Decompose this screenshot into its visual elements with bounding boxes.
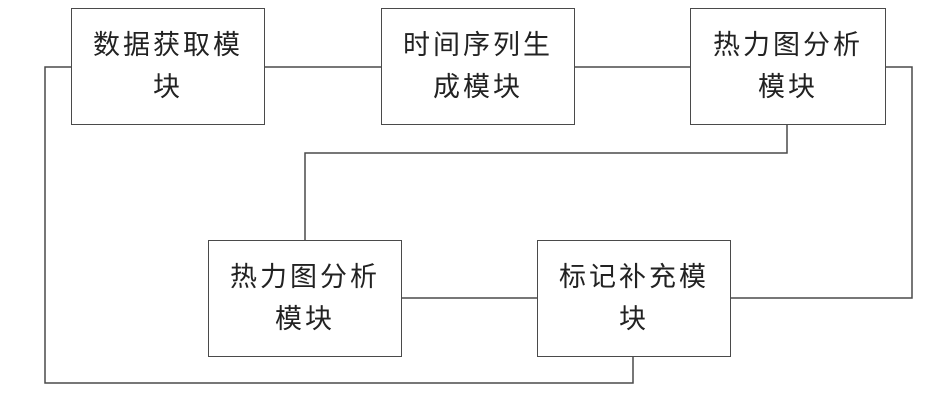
- heatmap-analysis-module-top-box: 热力图分析模块: [690, 8, 886, 125]
- timeseries-generation-module-label: 时间序列生成模块: [403, 25, 553, 109]
- data-acquisition-module-box: 数据获取模块: [71, 8, 265, 125]
- heatmap-analysis-module-bottom-label: 热力图分析模块: [230, 257, 380, 341]
- connector-heatmap-top-to-heatmap-bottom: [305, 125, 787, 240]
- heatmap-analysis-module-bottom-box: 热力图分析模块: [208, 240, 402, 357]
- heatmap-analysis-module-top-label: 热力图分析模块: [713, 25, 863, 109]
- mark-supplement-module-label: 标记补充模块: [559, 257, 709, 341]
- mark-supplement-module-box: 标记补充模块: [537, 240, 731, 357]
- timeseries-generation-module-box: 时间序列生成模块: [381, 8, 575, 125]
- data-acquisition-module-label: 数据获取模块: [93, 25, 243, 109]
